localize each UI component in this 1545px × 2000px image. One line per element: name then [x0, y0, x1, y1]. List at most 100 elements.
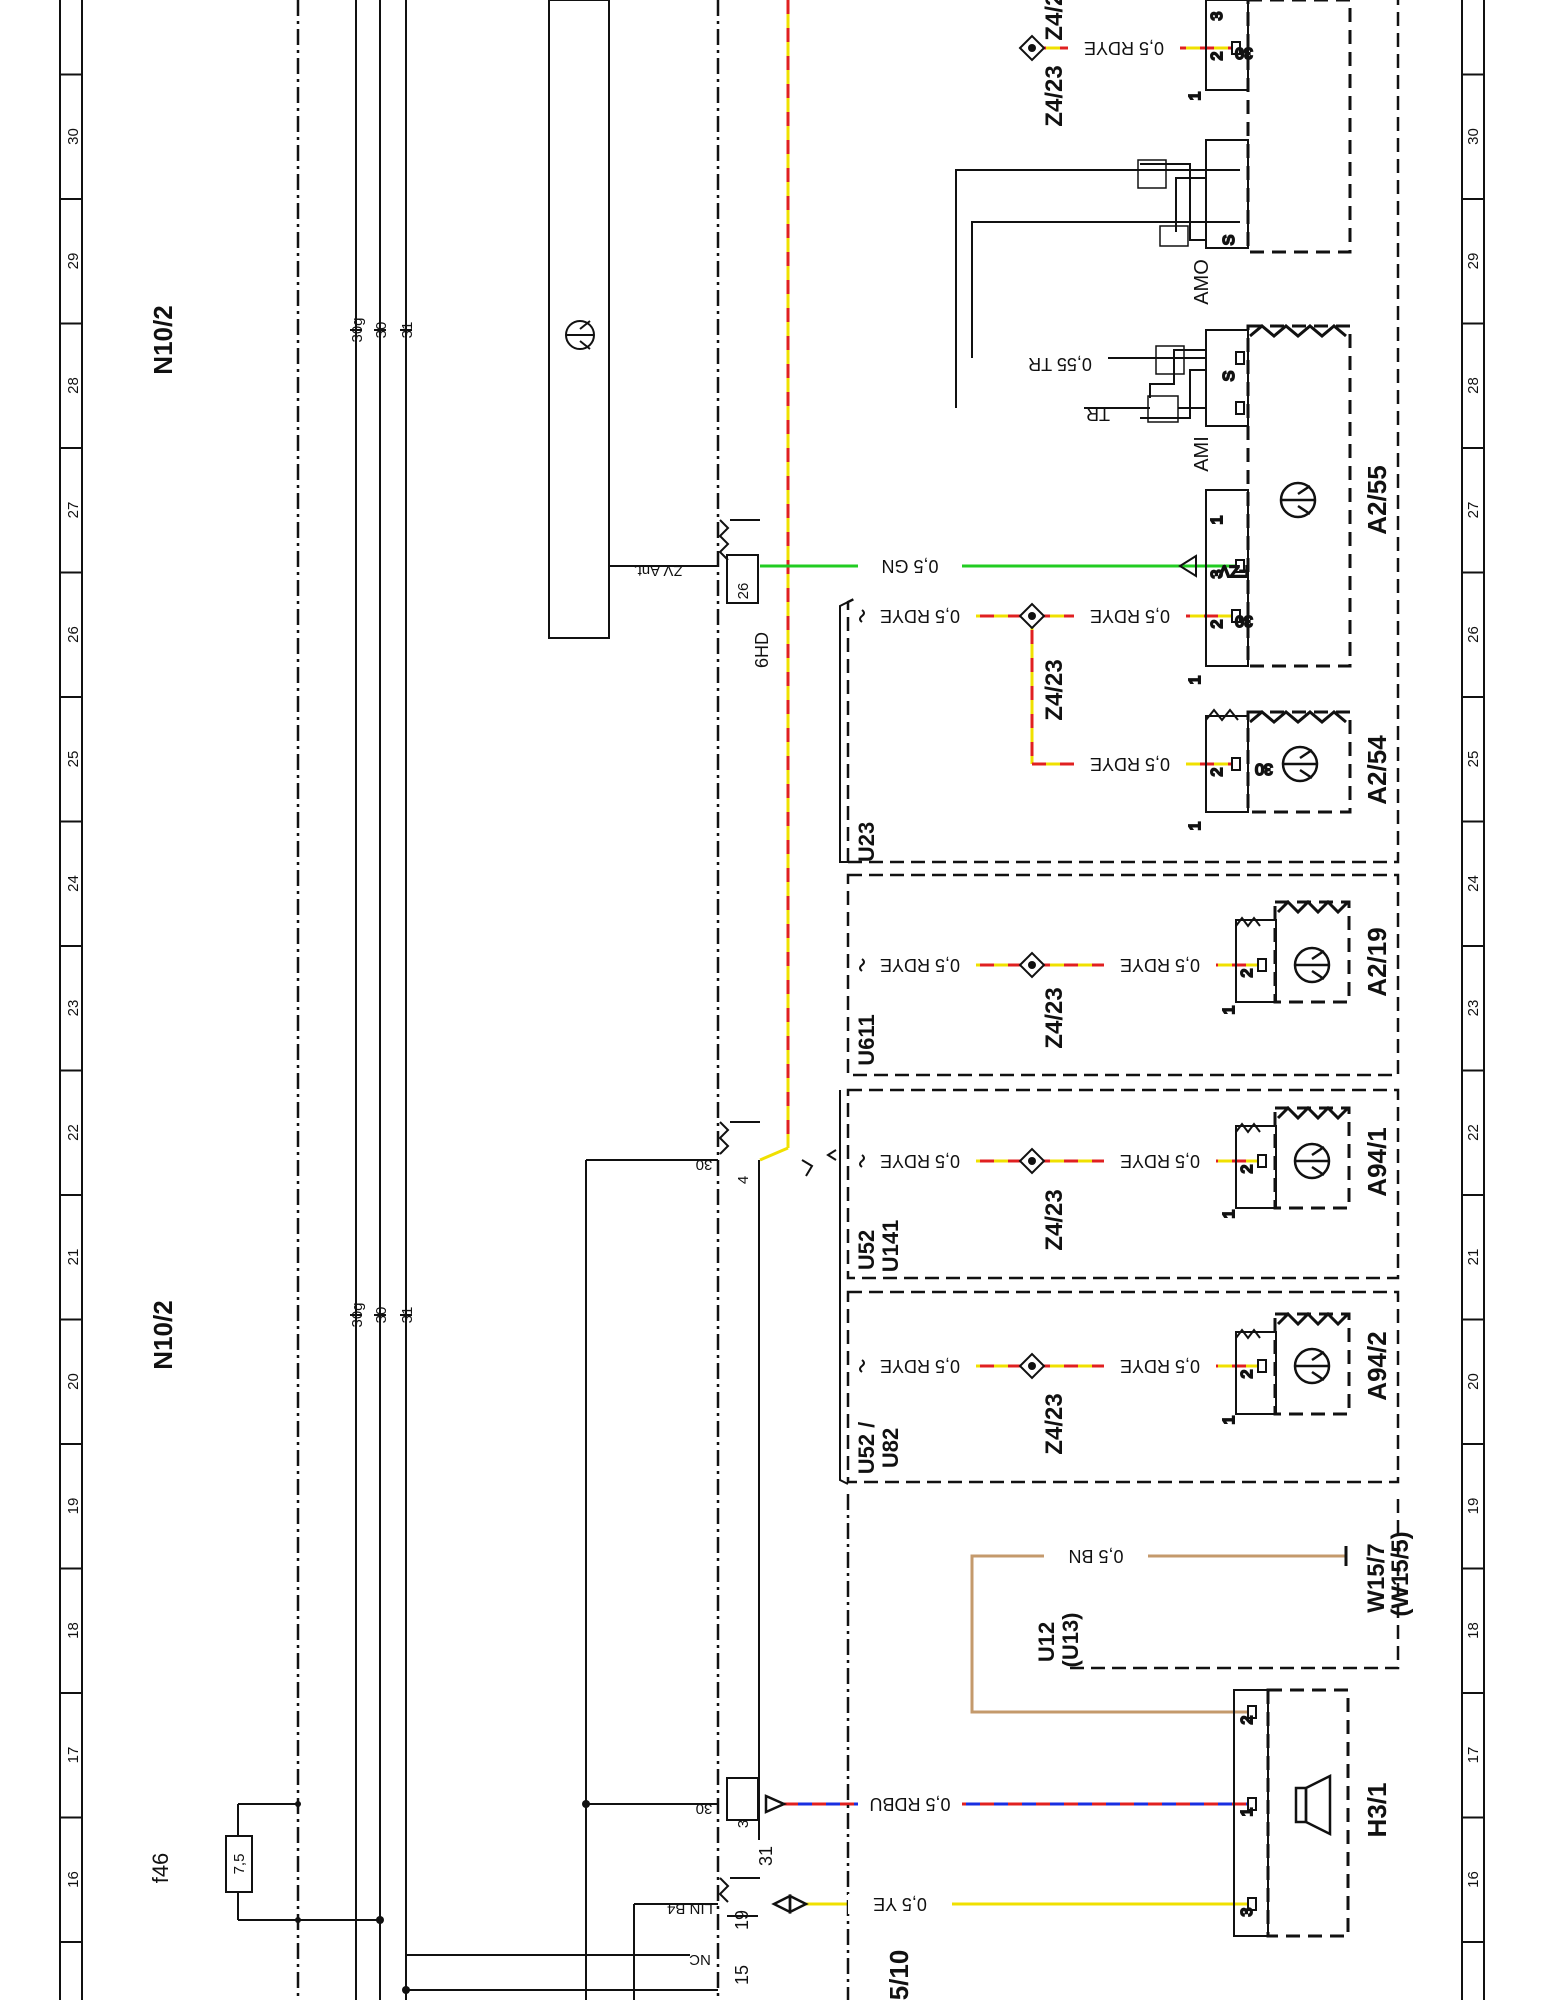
wire-label-rdye: 0,5 RDYE [1090, 606, 1170, 626]
pin-number: 1 [1239, 1807, 1256, 1816]
pin-stub [1247, 1797, 1257, 1811]
wire-label-ye: 0,5 YE [873, 1894, 927, 1914]
splice-label-z4-23: Z4/23 [1041, 65, 1068, 126]
splice-label-z4-23: Z4/23 [1041, 1189, 1068, 1250]
pin-number: 2 [1239, 1715, 1256, 1724]
bn-wire [970, 1554, 1346, 1714]
amplifier-line [1311, 949, 1325, 961]
grid-number-right: 27 [1465, 502, 1482, 519]
wire-label-rdye: 0,5 RDYE [880, 1356, 960, 1376]
connector-labels: ZV Ant. 26 6HD 30 4 30 3 31 LIN B4 19 NC… [633, 562, 914, 2000]
pin-lin-b4: LIN B4 [667, 1900, 713, 1917]
amplifier-symbols [1279, 481, 1331, 1385]
bus-label-ticks [350, 329, 412, 1316]
bus-junction-dots [295, 1800, 590, 1994]
wire-label-gn: 0,5 GN [881, 556, 938, 576]
wire-label-bg [864, 1356, 976, 1376]
pin-nc: NC [689, 1951, 711, 1968]
component-label-a94-1: A94/1 [1362, 1127, 1392, 1196]
amplifier-line [1311, 969, 1325, 981]
splice-label-z4-23: Z4/23 [1041, 1393, 1068, 1454]
grid-ticks [60, 73, 1484, 1943]
wire-label-bg [1104, 1356, 1216, 1376]
component-zigzag-edges [1249, 324, 1350, 1327]
conn-6hd: 6HD [752, 632, 772, 668]
component-label-w15-7: W15/7 [1363, 1543, 1390, 1612]
conn-5-10: 5/10 [884, 1950, 914, 2000]
pin-number: 3 [1209, 11, 1226, 20]
gn-wire-arrow [1178, 554, 1197, 578]
pin-stub [1231, 41, 1241, 55]
pin-number: 2 [1209, 51, 1226, 60]
wire-label-bn: 0,5 BN [1068, 1546, 1123, 1566]
splice-dot [1028, 612, 1036, 620]
connector-zigzags [718, 519, 760, 1917]
amplifier-line [1299, 768, 1313, 780]
n10-2-boundary [296, 0, 720, 2000]
module-bracket-u52 [839, 1090, 849, 1485]
pin-number: 2 [1239, 1164, 1256, 1173]
ye-wire-double-arrow [771, 1893, 809, 1915]
rdye-wire-bend [759, 1146, 789, 1162]
wire-label-bg [1074, 606, 1186, 626]
wire-label-bg [1044, 1546, 1148, 1566]
amplifier-line [1311, 1370, 1325, 1382]
module-u141: U141 [878, 1220, 903, 1273]
wire-label-rdbu: 0,5 RDBU [869, 1794, 950, 1814]
pin-number: 1 [1187, 675, 1204, 684]
component-labels: AMIAMOA2/55A2/54A2/19A94/1A94/2H3/1W15/7… [1191, 259, 1414, 1837]
grid-number-right: 16 [1465, 1871, 1482, 1888]
wire-label-rdye: 0,5 RDYE [1120, 955, 1200, 975]
grid-number-left: 21 [65, 1249, 82, 1266]
tr-cables [955, 163, 1240, 419]
wire-label-bg [1104, 955, 1216, 975]
pin-stub [1231, 757, 1241, 771]
grid-number-right: 21 [1465, 1249, 1482, 1266]
h3-1-speaker-symbol [1294, 1773, 1332, 1837]
component-label-a2-19: A2/19 [1362, 927, 1392, 996]
n10-2-internal-wires [585, 1159, 760, 2000]
component-label-a94-2: A94/2 [1362, 1331, 1392, 1400]
pin-26: 26 [735, 583, 752, 600]
amplifier-line [1297, 504, 1311, 516]
splice-label-z4-23-edge: Z4/23 [1041, 0, 1068, 41]
amplifier-line [1311, 1350, 1325, 1362]
pin-stub [1247, 1897, 1257, 1911]
module-u23: U23 [854, 822, 879, 862]
pin-number: 1 [1209, 515, 1226, 524]
grid-number-right: 24 [1465, 875, 1482, 892]
splice-label-z4-23: Z4/23 [1041, 659, 1068, 720]
pin-label-30: 30 [1235, 612, 1253, 629]
pin-stub [1235, 351, 1245, 365]
grid-number-left: 17 [65, 1747, 82, 1764]
module-u611: U611 [854, 1014, 879, 1065]
wire-label-rdye: 0,5 RDYE [880, 1151, 960, 1171]
wire-continuation-mark [859, 609, 865, 623]
pin-stub [1257, 1154, 1267, 1168]
grid-number-left: 24 [65, 875, 82, 892]
pin-15: 15 [732, 1965, 752, 1985]
wire-label-bg [848, 1894, 952, 1914]
pin-label-s: S [1221, 371, 1238, 382]
grid-number-left: 28 [65, 377, 82, 394]
n10-2-label-top: N10/2 [148, 305, 178, 374]
pin-stub [1235, 559, 1245, 573]
wire-label-tr055: 0,55 TR [1028, 354, 1092, 374]
grid-number-left: 16 [65, 1871, 82, 1888]
module-u52-1: U52 [854, 1230, 879, 1270]
wire-label-rdye: 0,5 RDYE [1120, 1151, 1200, 1171]
grid-number-right: 20 [1465, 1373, 1482, 1390]
wire-label-rdye: 0,5 RDYE [880, 955, 960, 975]
grid-number-left: 26 [65, 626, 82, 643]
pin-number: 1 [1221, 1415, 1238, 1424]
grid-number-right: 18 [1465, 1622, 1482, 1639]
grid-number-right: 26 [1465, 626, 1482, 643]
amplifier-line [1311, 1165, 1325, 1177]
pin-3-16: 3 [735, 1820, 752, 1828]
pin-stub [1257, 958, 1267, 972]
pin-31: 31 [756, 1846, 776, 1866]
harness-break-21 [801, 1149, 837, 1177]
